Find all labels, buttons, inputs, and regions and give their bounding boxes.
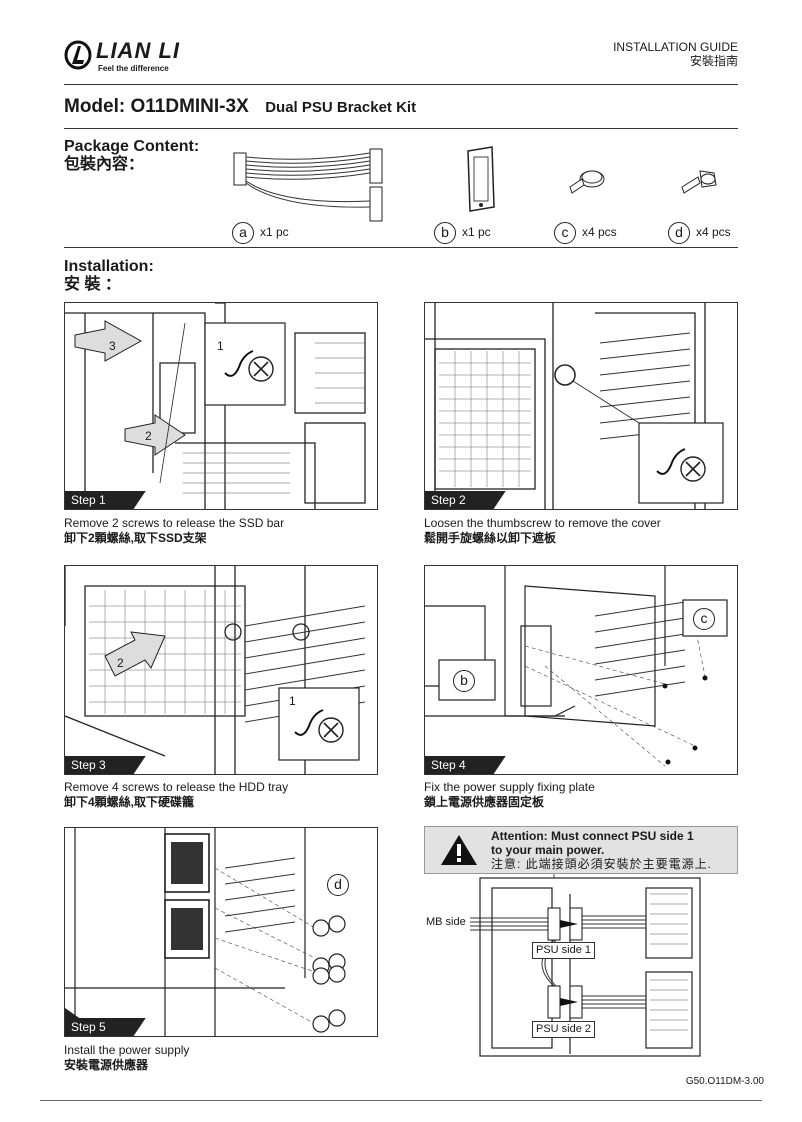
callout-number: 1 bbox=[289, 694, 296, 708]
case-drawing-3 bbox=[65, 566, 366, 774]
package-rule bbox=[64, 247, 738, 248]
document-code: G50.O11DM-3.00 bbox=[685, 1076, 764, 1087]
step-5-label: Step 5 bbox=[65, 1018, 146, 1036]
step-5-caption: Install the power supply 安裝電源供應器 bbox=[64, 1043, 189, 1073]
cable-illustration bbox=[233, 148, 383, 222]
guide-title-zh: 安裝指南 bbox=[689, 54, 738, 68]
item-letter: b bbox=[434, 222, 456, 244]
wiring-diagram bbox=[470, 874, 701, 1057]
attention-line-3: 注意: 此端接頭必須安裝於主要電源上. bbox=[491, 857, 713, 871]
item-qty: x1 pc bbox=[462, 225, 491, 240]
brand-logo: LIAN LI Feel the difference bbox=[64, 38, 204, 74]
item-qty: x4 pcs bbox=[582, 225, 617, 240]
callout-b: b bbox=[453, 670, 481, 692]
step-4-caption: Fix the power supply fixing plate 鎖上電源供應… bbox=[424, 780, 595, 810]
step-2-caption-zh: 鬆開手旋螺絲以卸下遮板 bbox=[424, 531, 557, 545]
callout-d: d bbox=[327, 874, 355, 896]
bracket-illustration bbox=[467, 146, 495, 212]
brand-tagline: Feel the difference bbox=[98, 64, 169, 73]
item-letter: c bbox=[554, 222, 576, 244]
callout-number: 2 bbox=[117, 656, 124, 670]
step-3-caption: Remove 4 screws to release the HDD tray … bbox=[64, 780, 288, 810]
installation-title-zh: 安 裝 ： bbox=[64, 276, 121, 293]
step-5-illustration: d Step 5 bbox=[64, 827, 378, 1037]
guide-header: INSTALLATION GUIDE 安裝指南 bbox=[613, 40, 738, 68]
step-4-caption-zh: 鎖上電源供應器固定板 bbox=[424, 795, 545, 809]
attention-text: Attention: Must connect PSU side 1 to yo… bbox=[491, 829, 712, 871]
package-title-en: Package Content: bbox=[64, 138, 200, 155]
lianli-logo-icon bbox=[64, 40, 92, 70]
step-5-caption-en: Install the power supply bbox=[64, 1043, 190, 1057]
footer-rule bbox=[40, 1100, 762, 1101]
screw-d-illustration bbox=[681, 170, 717, 194]
callout-c: c bbox=[693, 608, 721, 630]
callout-number: 1 bbox=[217, 339, 224, 353]
package-item-c: c x4 pcs bbox=[554, 222, 617, 244]
case-drawing-1 bbox=[65, 303, 366, 509]
attention-line-2: to your main power. bbox=[491, 843, 605, 857]
item-qty: x1 pc bbox=[260, 225, 289, 240]
header-rule bbox=[64, 84, 738, 85]
step-2-label: Step 2 bbox=[425, 491, 506, 509]
step-3-illustration: 1 2 Step 3 bbox=[64, 565, 378, 775]
psu-side-2-label: PSU side 2 bbox=[532, 1021, 596, 1038]
warning-icon bbox=[441, 835, 477, 865]
step-1-illustration: 1 2 3 Step 1 bbox=[64, 302, 378, 510]
screw-c-illustration bbox=[569, 170, 605, 194]
step-2-caption: Loosen the thumbscrew to remove the cove… bbox=[424, 516, 661, 546]
model-row: Model: O11DMINI-3X Dual PSU Bracket Kit bbox=[64, 96, 416, 118]
step-2-caption-en: Loosen the thumbscrew to remove the cove… bbox=[424, 516, 661, 530]
step-1-label: Step 1 bbox=[65, 491, 146, 509]
attention-line-1: Attention: Must connect PSU side 1 bbox=[491, 829, 694, 843]
step-2-illustration: Step 2 bbox=[424, 302, 738, 510]
step-1-caption-en: Remove 2 screws to release the SSD bar bbox=[64, 516, 285, 530]
step-3-label: Step 3 bbox=[65, 756, 146, 774]
psu-side-1-label: PSU side 1 bbox=[532, 942, 596, 959]
package-item-d: d x4 pcs bbox=[668, 222, 731, 244]
step-3-caption-en: Remove 4 screws to release the HDD tray bbox=[64, 780, 289, 794]
brand-name: LIAN LI bbox=[96, 38, 180, 63]
product-name: Dual PSU Bracket Kit bbox=[265, 99, 417, 116]
package-item-b: b x1 pc bbox=[434, 222, 491, 244]
guide-title-en: INSTALLATION GUIDE bbox=[613, 40, 738, 54]
installation-title-en: Installation: bbox=[64, 258, 154, 275]
package-item-a: a x1 pc bbox=[232, 222, 289, 244]
package-title-zh: 包裝內容： bbox=[64, 156, 145, 173]
item-qty: x4 pcs bbox=[696, 225, 731, 240]
step-1-caption-zh: 卸下2顆螺絲,取下SSD支架 bbox=[64, 531, 207, 545]
step-1-caption: Remove 2 screws to release the SSD bar 卸… bbox=[64, 516, 284, 546]
step-5-caption-zh: 安裝電源供應器 bbox=[64, 1058, 149, 1072]
step-4-label: Step 4 bbox=[425, 756, 506, 774]
step-3-caption-zh: 卸下4顆螺絲,取下硬碟籠 bbox=[64, 795, 195, 809]
case-drawing-5 bbox=[65, 828, 346, 1036]
installation-title: Installation: 安 裝 ： bbox=[64, 258, 154, 294]
attention-box: Attention: Must connect PSU side 1 to yo… bbox=[424, 826, 738, 874]
callout-number: 3 bbox=[109, 339, 116, 353]
case-drawing-2 bbox=[425, 303, 724, 509]
step-4-caption-en: Fix the power supply fixing plate bbox=[424, 780, 595, 794]
mb-side-label: MB side bbox=[426, 916, 466, 928]
model-name: Model: O11DMINI-3X bbox=[64, 96, 249, 117]
model-rule bbox=[64, 128, 738, 129]
callout-number: 2 bbox=[145, 429, 152, 443]
item-letter: a bbox=[232, 222, 254, 244]
step-4-illustration: b c Step 4 bbox=[424, 565, 738, 775]
package-title: Package Content: 包裝內容： bbox=[64, 138, 199, 174]
item-letter: d bbox=[668, 222, 690, 244]
